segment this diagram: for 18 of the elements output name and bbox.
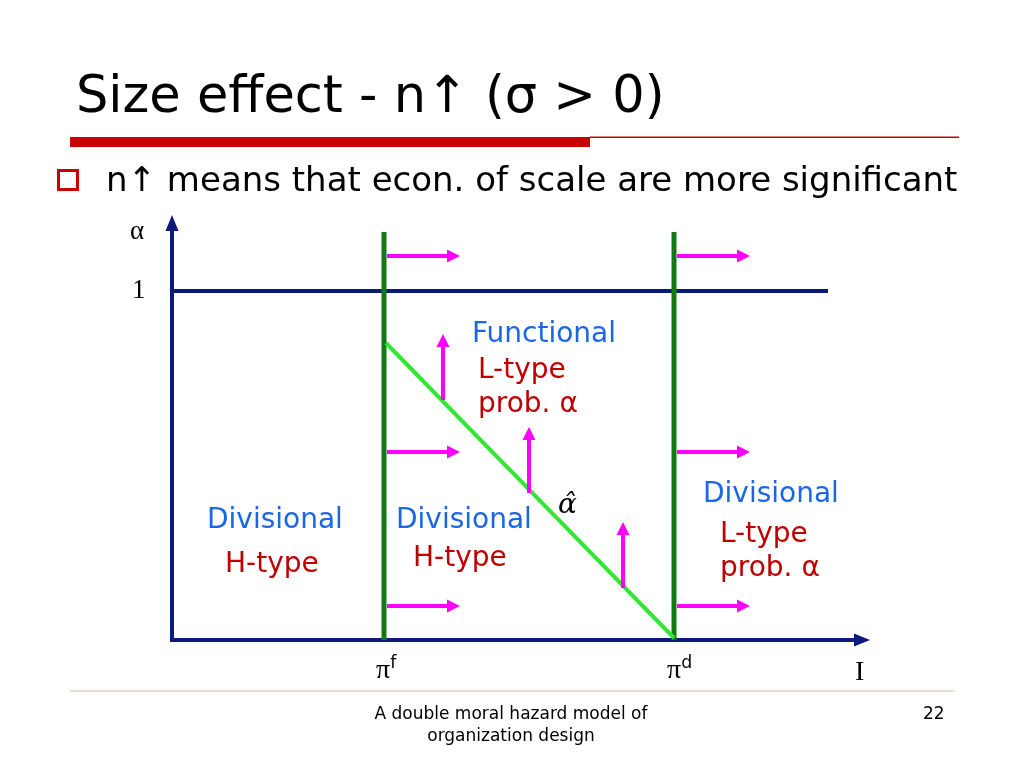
tick-label: π$^{f}$ xyxy=(376,652,397,686)
curve-label: α̂ xyxy=(557,486,578,522)
page-number: 22 xyxy=(923,703,945,724)
region-label: Divisional xyxy=(703,476,839,510)
tick-label: 1 xyxy=(132,273,146,306)
slide-title: Size effect - n↑ (σ > 0) xyxy=(76,64,665,126)
region-label: Divisional xyxy=(396,502,532,536)
region-label: L-type prob. α xyxy=(720,516,821,584)
region-label: Functional xyxy=(472,316,617,350)
region-label: L-type prob. α xyxy=(478,352,579,420)
axis-label: α xyxy=(130,214,145,247)
footer-text: A double moral hazard model of organization design xyxy=(373,702,649,747)
region-label: H-type xyxy=(413,540,507,574)
axis-label: I xyxy=(855,654,865,688)
bullet-text: n↑ means that econ. of scale are more significant xyxy=(106,159,958,200)
region-label: H-type xyxy=(225,546,319,580)
region-label: Divisional xyxy=(207,502,343,536)
tick-label: π$^{d}$ xyxy=(667,652,693,686)
